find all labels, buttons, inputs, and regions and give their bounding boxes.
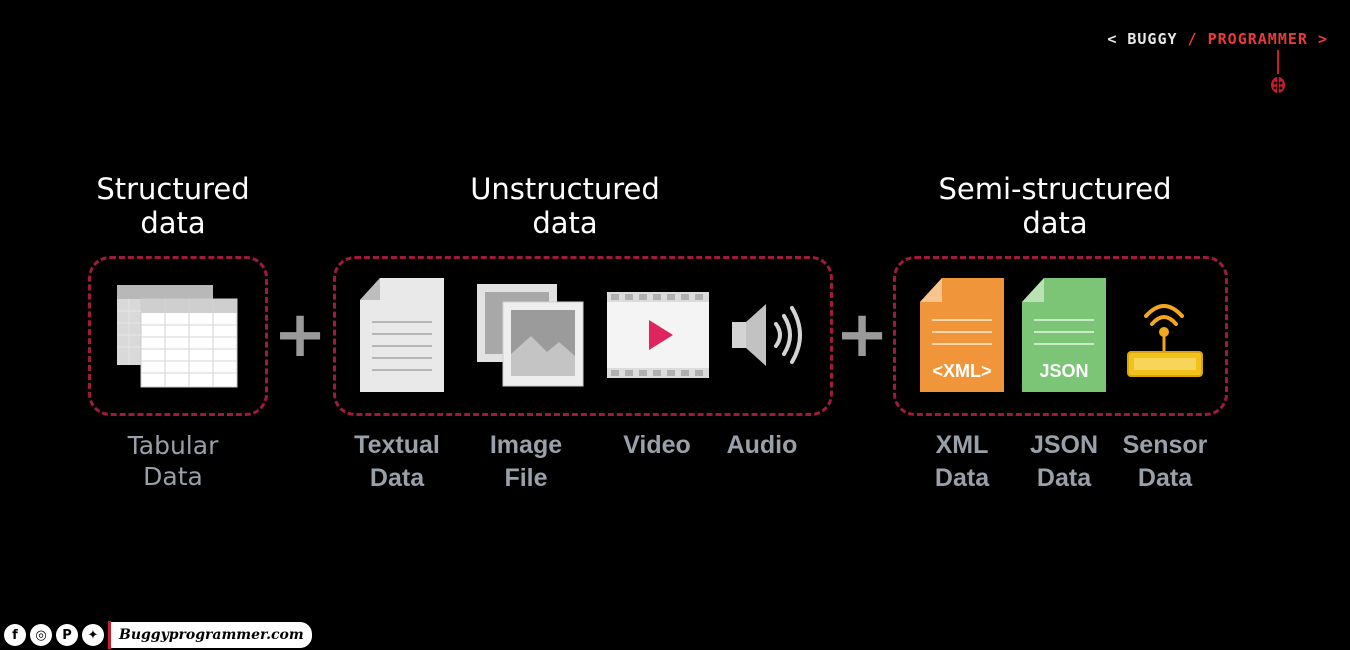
brand-left: < BUGGY — [1107, 30, 1178, 48]
brand-separator: / — [1177, 30, 1208, 48]
label-line1: XML — [935, 431, 989, 459]
label-video: Video — [597, 429, 717, 462]
structured-title: Structured data — [73, 172, 273, 240]
pinterest-icon[interactable]: P — [56, 624, 78, 646]
label-sensor-data: Sensor Data — [1105, 429, 1225, 495]
xml-file-icon: <XML> — [920, 278, 1004, 392]
semi-structured-group-box — [893, 256, 1228, 416]
semi-structured-title: Semi-structured data — [925, 172, 1185, 240]
facebook-icon[interactable]: f — [4, 624, 26, 646]
unstructured-title-line2: data — [532, 206, 598, 240]
label-line2: Data — [1036, 464, 1092, 492]
label-line1: Image — [489, 431, 563, 459]
label-image-file: Image File — [466, 429, 586, 495]
plus-operator-2: + — [835, 298, 889, 372]
video-icon — [607, 292, 709, 378]
footer-divider — [108, 621, 111, 649]
structured-title-line2: data — [140, 206, 206, 240]
label-xml-data: XML Data — [902, 429, 1022, 495]
label-line1: Video — [623, 431, 691, 459]
instagram-icon[interactable]: ◎ — [30, 624, 52, 646]
label-line2: Data — [143, 462, 203, 491]
unstructured-group-box — [333, 256, 833, 416]
bug-icon — [1271, 77, 1285, 93]
label-line2: Data — [1137, 464, 1193, 492]
label-line1: Audio — [726, 431, 798, 459]
brand-right: PROGRAMMER > — [1207, 30, 1328, 48]
sensor-icon — [1127, 304, 1203, 377]
semi-structured-title-line2: data — [1022, 206, 1088, 240]
image-icon — [477, 284, 584, 387]
unstructured-title: Unstructured data — [440, 172, 690, 240]
label-line2: Data — [369, 464, 425, 492]
label-json-data: JSON Data — [1004, 429, 1124, 495]
table-icon — [117, 285, 238, 388]
label-line1: Tabular — [127, 431, 219, 460]
json-file-icon: JSON — [1022, 278, 1106, 392]
structured-group-box — [88, 256, 268, 416]
label-line1: Sensor — [1122, 431, 1208, 459]
xml-badge: <XML> — [932, 361, 991, 381]
website-link[interactable]: Buggyprogrammer.com — [111, 622, 312, 648]
document-icon — [360, 278, 444, 392]
label-tabular-data: Tabular Data — [93, 430, 253, 492]
label-line1: JSON — [1029, 431, 1099, 459]
label-line1: Textual — [354, 431, 440, 459]
unstructured-title-line1: Unstructured — [470, 172, 660, 206]
label-line2: File — [504, 464, 548, 492]
structured-title-line1: Structured — [96, 172, 250, 206]
twitter-icon[interactable]: ✦ — [82, 624, 104, 646]
footer: f ◎ P ✦ Buggyprogrammer.com — [0, 620, 312, 650]
brand-logo: < BUGGY / PROGRAMMER > — [1107, 30, 1328, 48]
label-textual-data: Textual Data — [337, 429, 457, 495]
label-audio: Audio — [702, 429, 822, 462]
label-line2: Data — [934, 464, 990, 492]
bug-thread — [1277, 50, 1279, 74]
speaker-icon — [732, 304, 802, 366]
plus-operator-1: + — [273, 298, 327, 372]
json-badge: JSON — [1039, 361, 1088, 381]
semi-structured-title-line1: Semi-structured — [938, 172, 1172, 206]
